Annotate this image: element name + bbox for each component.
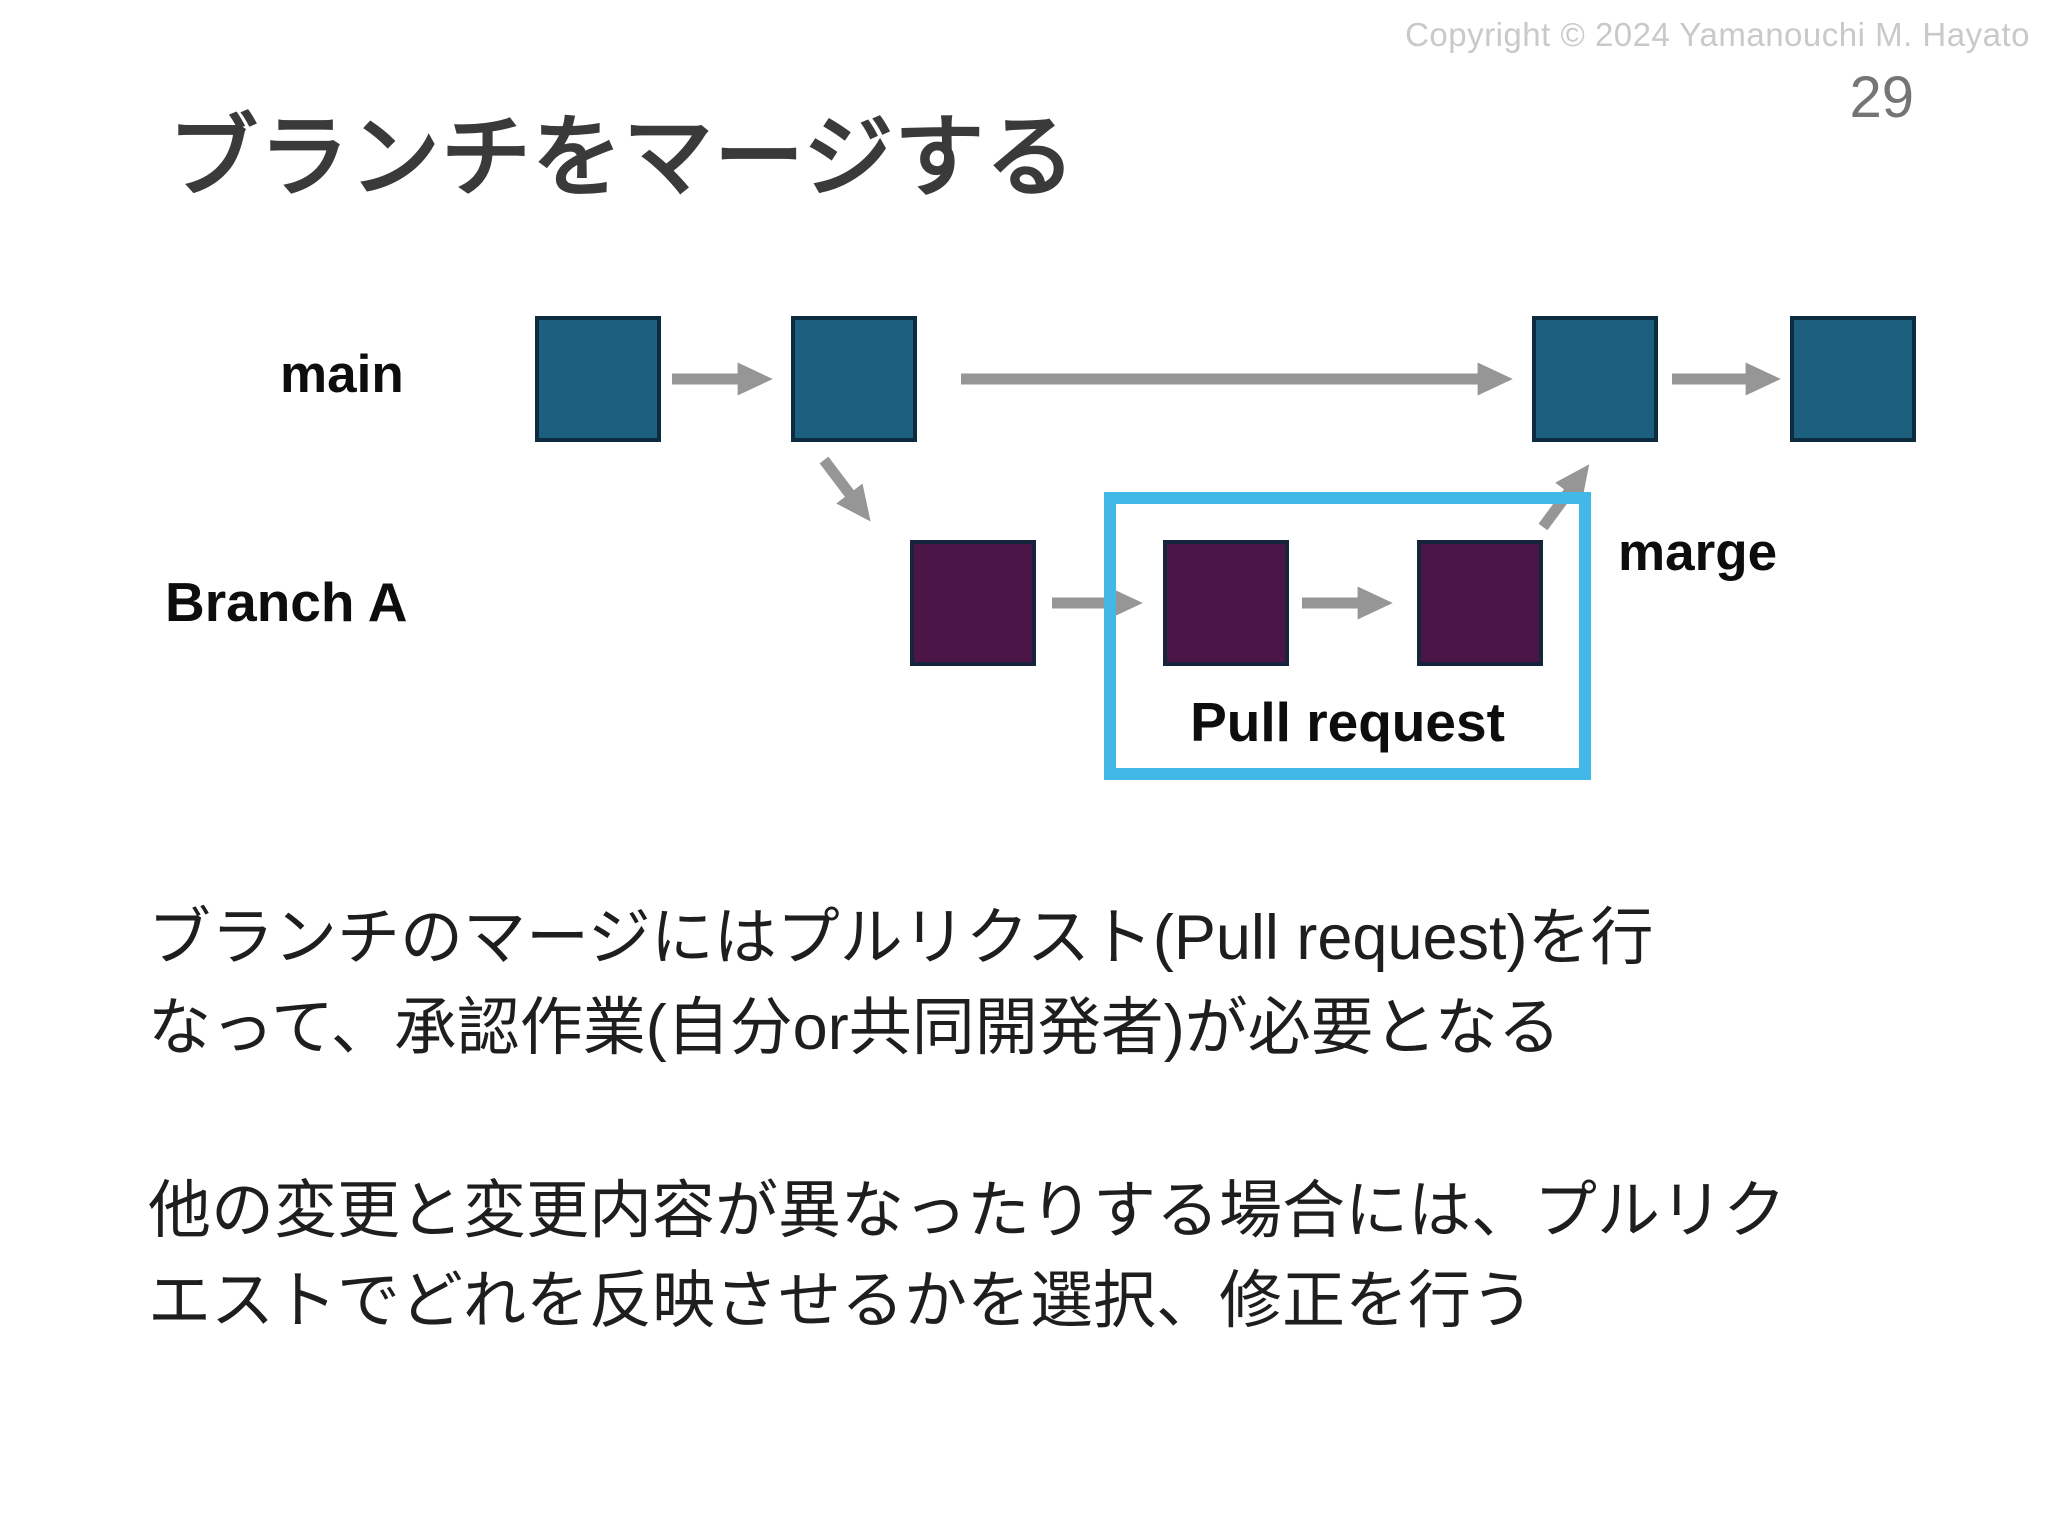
branch-commit-3: [1417, 540, 1543, 666]
pull-request-label: Pull request: [1190, 691, 1505, 753]
paragraph-1-line-1: ブランチのマージにはプルリクスト(Pull request)を行: [148, 903, 1654, 973]
main-branch-label: main: [280, 345, 404, 404]
pull-request-highlight-box: [1104, 492, 1591, 780]
branch-commit-1: [910, 540, 1036, 666]
main-commit-1: [535, 316, 661, 442]
branch-commit-2: [1163, 540, 1289, 666]
paragraph-2-line-1: 他の変更と変更内容が異なったりする場合には、プルリク: [148, 1176, 1786, 1246]
paragraph-1: ブランチのマージにはプルリクスト(Pull request)を行 なって、承認作…: [148, 893, 2008, 1073]
branch-a-label: Branch A: [165, 571, 408, 633]
paragraph-2-line-2: エストでどれを反映させるかを選択、修正を行う: [148, 1266, 1534, 1336]
body-text: ブランチのマージにはプルリクスト(Pull request)を行 なって、承認作…: [148, 893, 2008, 1346]
main-commit-4: [1790, 316, 1916, 442]
main-commit-2: [791, 316, 917, 442]
merge-label: marge: [1618, 523, 1778, 582]
page-title: ブランチをマージする: [168, 108, 1077, 208]
copyright-text: Copyright © 2024 Yamanouchi M. Hayato: [1405, 16, 2030, 53]
paragraph-1-line-2: なって、承認作業(自分or共同開発者)が必要となる: [148, 993, 1561, 1063]
arrow-branch-fork: [819, 456, 871, 522]
paragraph-2: 他の変更と変更内容が異なったりする場合には、プルリク エストでどれを反映させるか…: [148, 1166, 2008, 1346]
main-commit-3: [1532, 316, 1658, 442]
page-number: 29: [1849, 65, 1914, 130]
